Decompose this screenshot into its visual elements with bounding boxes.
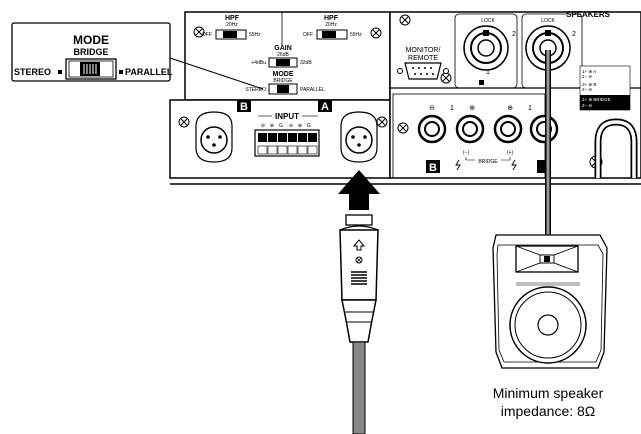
screw-icon <box>376 116 388 128</box>
output-jack-connector[interactable] <box>493 114 523 144</box>
output-jack-connector[interactable] <box>417 114 447 144</box>
callout-mode-stereo: STEREO <box>14 67 51 77</box>
hpf-left-on: 55Hz <box>249 32 261 38</box>
xlr-input-a-connector[interactable] <box>340 111 378 163</box>
channel-b-label: B <box>240 101 248 113</box>
out-left-plus: ⊕ <box>469 105 475 112</box>
gain-title: GAIN <box>274 45 292 52</box>
hpf-left-title: HPF <box>225 15 240 22</box>
channel-a-label: A <box>321 101 329 113</box>
mode-bridge: BRIDGE <box>273 78 293 84</box>
gain-left: +4dBu <box>251 60 266 66</box>
speakon-right-connector[interactable] <box>525 25 571 71</box>
caption-line2: impedance: 8Ω <box>501 403 596 419</box>
screw-icon <box>399 14 411 26</box>
speakon-right-frame <box>521 13 583 89</box>
input-pin-label: G <box>307 123 311 129</box>
hpf-right-off: OFF <box>303 32 313 38</box>
xlr-cable-plug <box>339 214 379 434</box>
input-label: INPUT <box>275 112 299 121</box>
speakon-right-num: 2 <box>572 31 576 38</box>
hpf-right-title: HPF <box>324 15 339 22</box>
callout-mode-title: MODE <box>73 33 109 47</box>
speaker-cabinet <box>492 234 608 369</box>
bridge-plus-label: (+) <box>507 150 514 156</box>
hpf-right-on: 55Hz <box>350 32 362 38</box>
output-jack-connector[interactable] <box>455 114 485 144</box>
bridge-label: BRIDGE <box>478 159 498 165</box>
screw-icon <box>193 26 205 38</box>
monitor-remote-port[interactable] <box>397 62 449 80</box>
xlr-cable <box>352 341 366 434</box>
hpf-left-off: OFF <box>202 32 212 38</box>
mode-title: MODE <box>273 71 294 78</box>
screw-icon <box>440 72 452 84</box>
pin-legend-line: 2− ⊖ <box>582 103 592 108</box>
speakon-left-num: 2 <box>512 31 516 38</box>
input-pin-label: ⊖ <box>289 123 293 129</box>
bridge-minus-label: (−) <box>463 150 470 156</box>
mode-parallel: PARALLEL <box>300 87 325 93</box>
mode-stereo: STEREO <box>245 87 266 93</box>
channel-a-badge <box>318 100 332 112</box>
speakon-left-num-bottom: 1 <box>486 69 490 76</box>
speaker-woofer <box>509 286 587 364</box>
xlr-input-b-connector[interactable] <box>195 111 233 163</box>
pin-legend-line: 2− ⊖ <box>582 87 592 92</box>
input-pin-labels: ⊖ ⊕ G ⊖ ⊕ G <box>261 123 311 129</box>
release-button-icon <box>355 256 363 264</box>
gain-mid: 26dB <box>277 52 289 58</box>
amplifier-rear-panel: HPF 20Hz OFF 55Hz HPF 20Hz OFF 55Hz GAIN… <box>169 10 641 185</box>
hpf-left-freq: 20Hz <box>226 22 238 28</box>
euroblock-input-connector[interactable] <box>254 129 320 157</box>
speakon-left-frame <box>454 13 518 89</box>
input-pin-label: ⊕ <box>270 123 274 129</box>
out-right-plus: ⊕ <box>507 105 513 112</box>
speakon-left-connector[interactable] <box>463 25 509 71</box>
screw-icon <box>178 116 190 128</box>
pin-legend-line: 1+ ⊕ BRIDGE <box>582 97 611 102</box>
monitor-remote-label-line1: MONITOR/ <box>406 47 441 54</box>
pin-legend-line: 1+ ⊕ A <box>582 69 596 74</box>
input-pin-label: ⊖ <box>261 123 265 129</box>
out-left-minus: ⊖ <box>429 105 435 112</box>
callout-mode-switch[interactable] <box>65 58 117 80</box>
arrow-up-icon <box>352 239 366 251</box>
warning-lightning-icon <box>511 159 517 171</box>
polarity-mark-icon <box>479 80 484 85</box>
grip-lines-icon <box>351 271 367 285</box>
pin-legend-line: 2+ ⊕ B <box>582 82 596 87</box>
mode-callout-box <box>11 22 171 82</box>
lock-left-label: LOCK <box>481 18 495 24</box>
gain-right: 32dB <box>300 60 312 66</box>
out-left-num: 1 <box>450 105 454 112</box>
output-jack-connector[interactable] <box>529 114 559 144</box>
bottom-b-badge <box>426 160 440 173</box>
caption-line1: Minimum speaker <box>493 385 604 401</box>
out-right-num: 1 <box>528 105 532 112</box>
insert-arrow-icon <box>338 170 380 210</box>
bottom-b-label: B <box>429 162 437 174</box>
warning-lightning-icon <box>455 159 461 171</box>
screw-icon <box>370 27 382 39</box>
input-pin-label: ⊕ <box>298 123 302 129</box>
lock-right-label: LOCK <box>541 18 555 24</box>
input-pin-label: G <box>279 123 283 129</box>
hpf-right-freq: 20Hz <box>325 22 337 28</box>
channel-b-badge <box>237 100 251 112</box>
screw-icon <box>397 122 409 134</box>
pin-legend-line: 1− ⊖ <box>582 74 592 79</box>
mode-callout: MODE BRIDGE STEREO PARALLEL <box>11 22 264 90</box>
monitor-remote-label-line2: REMOTE <box>408 55 438 62</box>
speakers-label: SPEAKERS <box>566 10 611 19</box>
callout-mode-parallel: PARALLEL <box>125 67 173 77</box>
callout-mode-bridge: BRIDGE <box>73 47 108 57</box>
